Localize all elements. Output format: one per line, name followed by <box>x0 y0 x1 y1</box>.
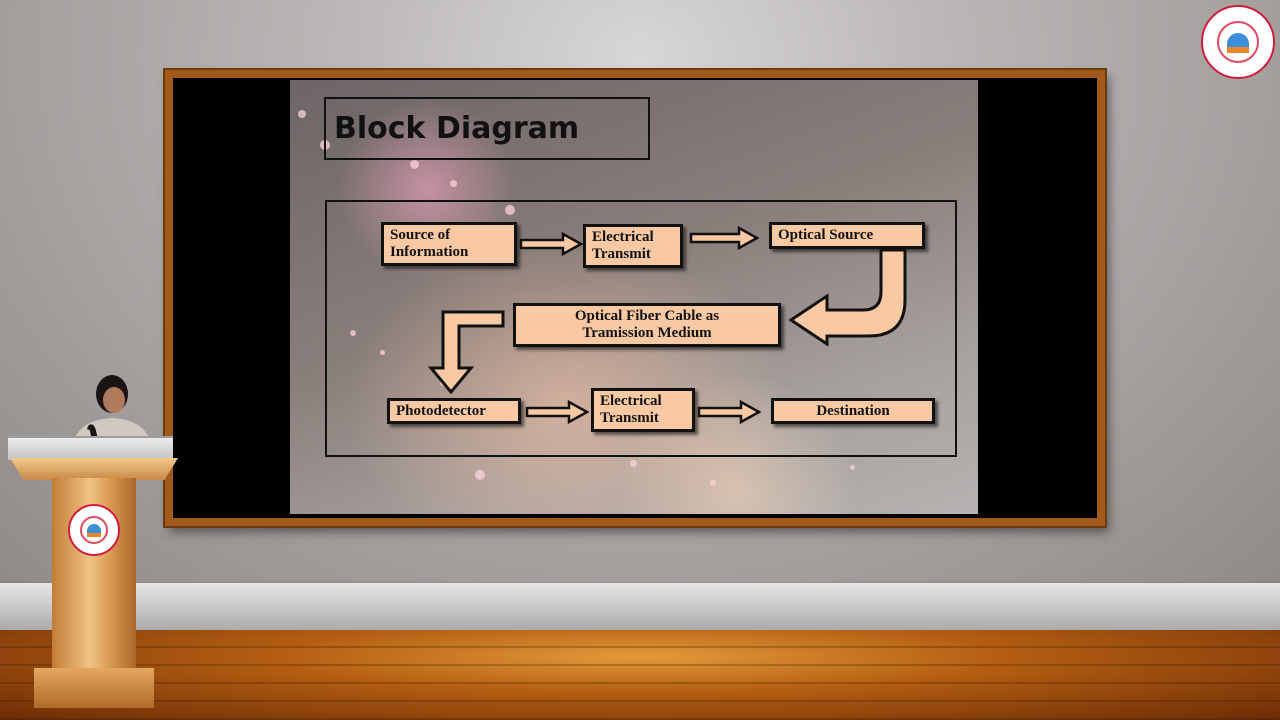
arrow-right-4 <box>697 400 761 424</box>
arrow-right-2 <box>689 226 759 250</box>
block-diagram: Source of Information Electrical Transmi… <box>325 200 957 457</box>
block-photodetector: Photodetector <box>387 398 521 424</box>
slide: Block Diagram Source of Information Elec… <box>290 80 978 514</box>
block-optical-fiber-cable: Optical Fiber Cable as Tramission Medium <box>513 303 781 347</box>
podium-base <box>34 668 154 708</box>
slide-title: Block Diagram <box>334 111 580 146</box>
block-destination: Destination <box>771 398 935 424</box>
wooden-floor <box>0 630 1280 720</box>
university-logo <box>1201 5 1275 79</box>
block-electrical-transmit-top: Electrical Transmit <box>583 224 683 268</box>
block-electrical-transmit-bottom: Electrical Transmit <box>591 388 695 432</box>
slide-title-box: Block Diagram <box>324 97 650 160</box>
arrow-right-3 <box>525 400 589 424</box>
arrow-turn-down <box>427 310 505 394</box>
baseboard <box>0 583 1280 631</box>
arrow-uturn-right <box>789 248 907 346</box>
laptop <box>8 436 173 460</box>
presentation-board: Block Diagram Source of Information Elec… <box>165 70 1105 526</box>
arrow-right-1 <box>519 232 583 256</box>
podium-top <box>10 458 178 480</box>
block-source-of-information: Source of Information <box>381 222 517 266</box>
podium-logo <box>68 504 120 556</box>
block-optical-source: Optical Source <box>769 222 925 249</box>
